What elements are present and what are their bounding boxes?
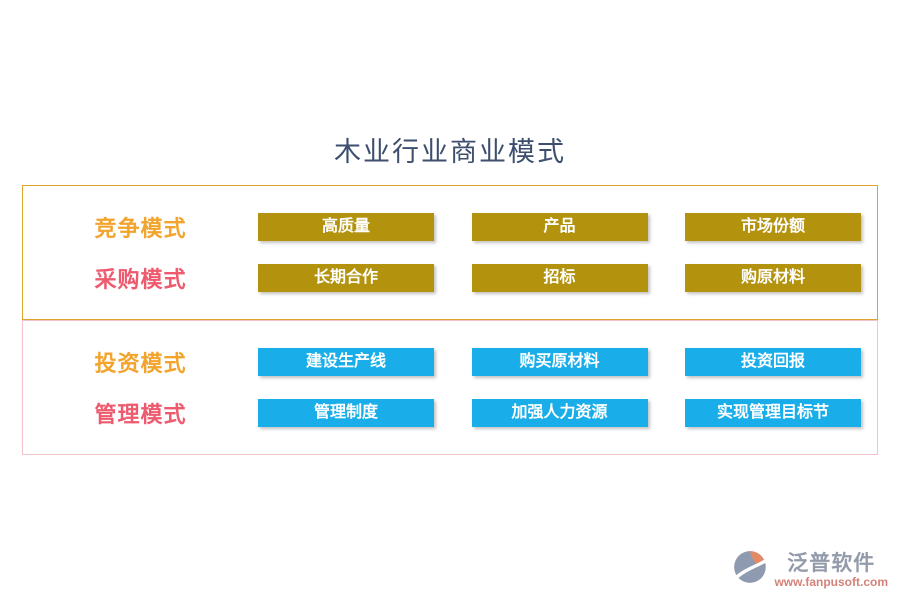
competition-mode-nodes: 高质量 产品 市场份额 bbox=[258, 213, 861, 241]
node-management-system: 管理制度 bbox=[258, 399, 434, 427]
node-bidding: 招标 bbox=[471, 264, 648, 292]
section-lower-modes: 投资模式 建设生产线 购买原材料 投资回报 管理模式 管理制度 加强人力资源 实… bbox=[22, 320, 878, 455]
row-management-mode: 管理模式 管理制度 加强人力资源 实现管理目标节 bbox=[23, 398, 877, 428]
row-investment-mode: 投资模式 建设生产线 购买原材料 投资回报 bbox=[23, 347, 877, 377]
vendor-text-block: 泛普软件 www.fanpusoft.com bbox=[774, 552, 888, 588]
management-mode-nodes: 管理制度 加强人力资源 实现管理目标节 bbox=[258, 399, 861, 427]
node-purchase-raw-materials: 购原材料 bbox=[685, 264, 861, 292]
procurement-mode-nodes: 长期合作 招标 购原材料 bbox=[258, 264, 861, 292]
node-build-production-line: 建设生产线 bbox=[258, 348, 434, 376]
node-buy-raw-materials: 购买原材料 bbox=[471, 348, 648, 376]
vendor-brand-name: 泛普软件 bbox=[787, 549, 876, 575]
fanpu-logo-icon bbox=[732, 549, 770, 590]
row-label-competition-mode: 竞争模式 bbox=[94, 216, 187, 241]
row-label-investment-mode: 投资模式 bbox=[94, 351, 187, 376]
node-investment-return: 投资回报 bbox=[685, 348, 861, 376]
vendor-watermark: 泛普软件 www.fanpusoft.com bbox=[732, 549, 888, 590]
row-label-management-mode: 管理模式 bbox=[94, 402, 187, 427]
node-high-quality: 高质量 bbox=[258, 213, 434, 241]
row-competition-mode: 竞争模式 高质量 产品 市场份额 bbox=[23, 212, 877, 242]
investment-mode-nodes: 建设生产线 购买原材料 投资回报 bbox=[258, 348, 861, 376]
row-label-procurement-mode: 采购模式 bbox=[94, 267, 187, 292]
section-upper-modes: 竞争模式 高质量 产品 市场份额 采购模式 长期合作 招标 购原材料 bbox=[22, 185, 878, 320]
row-procurement-mode: 采购模式 长期合作 招标 购原材料 bbox=[23, 263, 877, 293]
node-strengthen-human-resources: 加强人力资源 bbox=[471, 399, 648, 427]
node-achieve-management-goals: 实现管理目标节 bbox=[685, 399, 861, 427]
node-long-term-cooperation: 长期合作 bbox=[258, 264, 434, 292]
page-title: 木业行业商业模式 bbox=[334, 137, 566, 168]
node-product: 产品 bbox=[471, 213, 648, 241]
vendor-url: www.fanpusoft.com bbox=[774, 574, 888, 589]
node-market-share: 市场份额 bbox=[685, 213, 861, 241]
